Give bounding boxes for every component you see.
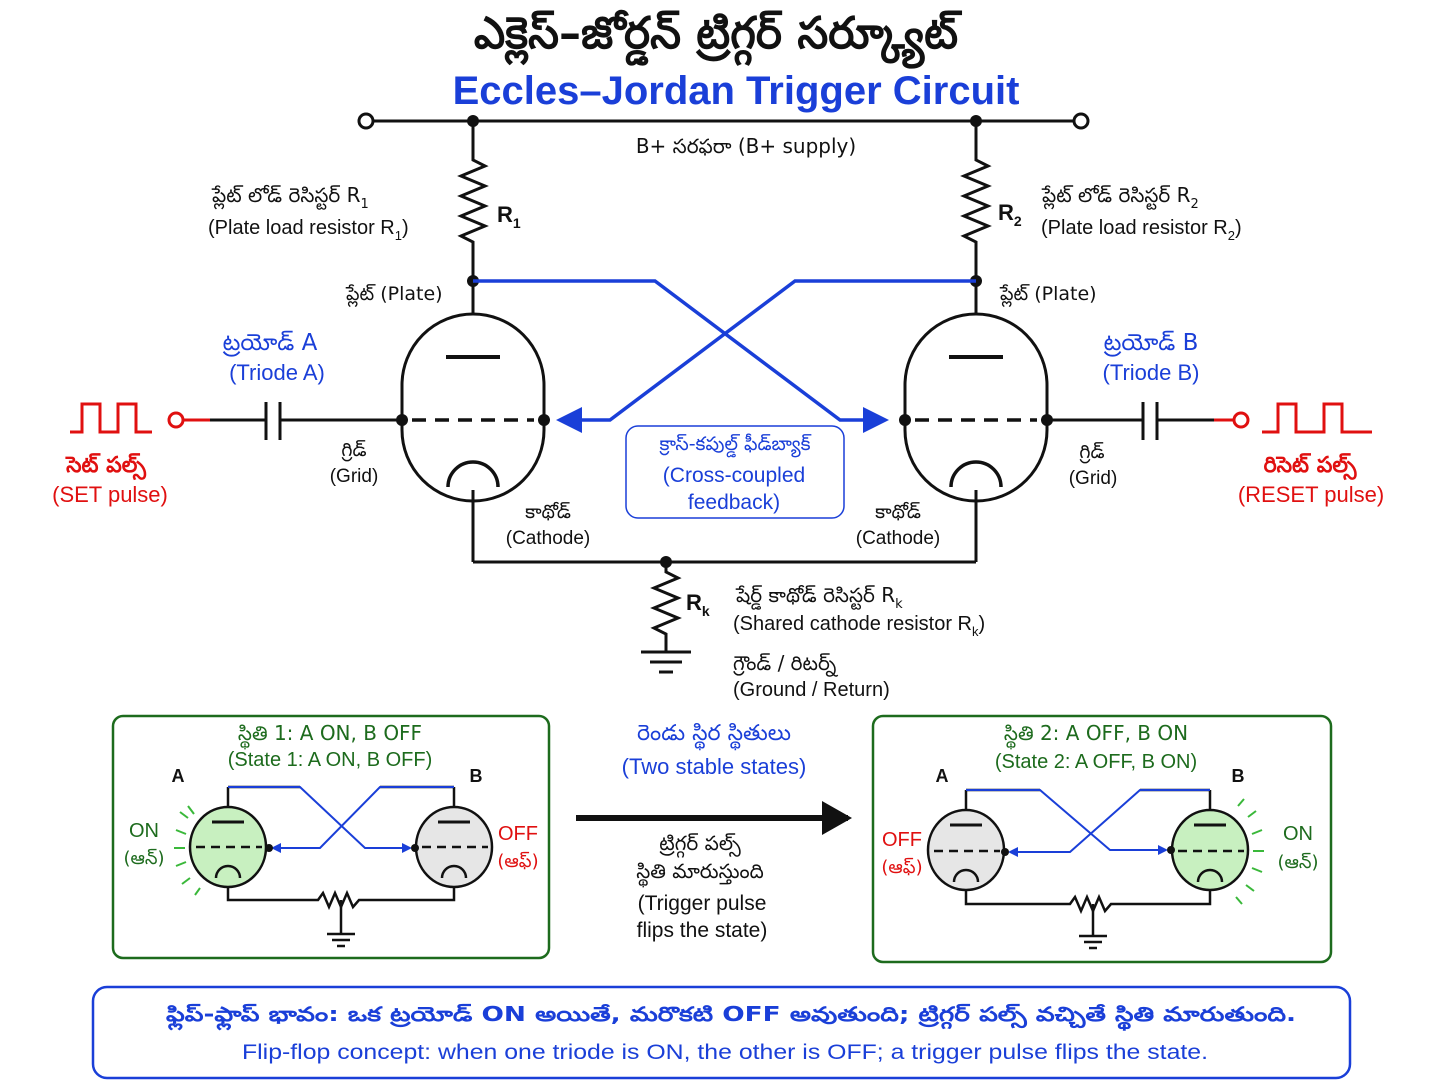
feedback-wires bbox=[473, 279, 976, 433]
state2-panel: స్థితి 2: A OFF, B ON (State 2: A OFF, B… bbox=[871, 714, 1333, 964]
r2-english-label: (Plate load resistor R2) bbox=[1041, 217, 1242, 243]
triode-a-telugu: ట్రయోడ్ A bbox=[222, 330, 317, 357]
grid-b-telugu: గ్రిడ్ bbox=[1079, 441, 1104, 464]
rail-terminal-right bbox=[1072, 112, 1090, 130]
state2-left-status-te: (ఆఫ్) bbox=[881, 857, 922, 878]
resistor-r1 bbox=[457, 121, 489, 281]
triode-a-english: (Triode A) bbox=[229, 360, 325, 385]
resistor-rk bbox=[650, 562, 682, 652]
state2-right-status: ON bbox=[1283, 823, 1313, 845]
state1-tube-b-off bbox=[414, 805, 494, 889]
state1-panel: స్థితి 1: A ON, B OFF (State 1: A ON, B … bbox=[111, 714, 551, 960]
state1-right-status-te: (ఆఫ్) bbox=[497, 851, 538, 872]
set-input-wiring bbox=[210, 402, 402, 440]
reset-pulse-waveform bbox=[1262, 402, 1372, 434]
triode-b-tube bbox=[903, 312, 1049, 503]
rk-english-label: (Shared cathode resistor Rk) bbox=[733, 613, 985, 639]
cathode-b-telugu: కాథోడ్ bbox=[875, 501, 921, 523]
cathode-a-telugu: కాథోడ్ bbox=[525, 501, 571, 523]
set-input-terminal bbox=[167, 411, 185, 429]
feedback-label-box bbox=[625, 425, 845, 519]
transition-english2-line1: (Trigger pulse bbox=[638, 892, 767, 915]
state1-label-a: A bbox=[172, 766, 185, 786]
r2-designator: R2 bbox=[998, 200, 1022, 229]
r2-telugu-label: ప్లేట్ లోడ్ రెసిస్టర్ R2 bbox=[1041, 183, 1199, 212]
footer-box bbox=[91, 985, 1352, 1080]
r1-designator: R1 bbox=[497, 202, 521, 231]
transition-telugu2-line2: స్థితి మారుస్తుంది bbox=[636, 859, 764, 888]
state2-tube-b-on bbox=[1170, 808, 1250, 892]
grid-a-english: (Grid) bbox=[330, 466, 379, 487]
state2-left-status: OFF bbox=[882, 829, 922, 851]
transition-english: (Two stable states) bbox=[622, 754, 807, 779]
r1-telugu-label: ప్లేట్ లోడ్ రెసిస్టర్ R1 bbox=[211, 183, 369, 212]
triode-b-english: (Triode B) bbox=[1103, 360, 1200, 385]
reset-pulse-telugu: రిసెట్ పల్స్ bbox=[1264, 453, 1358, 481]
plate-wires bbox=[471, 281, 978, 355]
state2-tube-a-off bbox=[926, 808, 1006, 892]
supply-label: B+ సరఫరా (B+ supply) bbox=[636, 134, 856, 158]
title-english: Eccles–Jordan Trigger Circuit bbox=[453, 69, 1020, 113]
plate-b-label: ప్లేట్ (Plate) bbox=[999, 283, 1097, 308]
r1-english-label: (Plate load resistor R1) bbox=[208, 217, 409, 243]
cathode-b-english: (Cathode) bbox=[856, 528, 941, 549]
state2-english: (State 2: A OFF, B ON) bbox=[995, 751, 1197, 773]
state1-english: (State 1: A ON, B OFF) bbox=[228, 749, 433, 771]
state1-tube-a-on bbox=[188, 805, 268, 889]
cathode-a-english: (Cathode) bbox=[506, 528, 591, 549]
grid-node-b-left bbox=[899, 414, 911, 426]
reset-input-wiring bbox=[1047, 402, 1214, 440]
set-pulse-english: (SET pulse) bbox=[52, 482, 168, 507]
rail-terminal-left bbox=[357, 112, 375, 130]
title-telugu: ఎక్లెస్–జోర్డన్ ట్రిగ్గర్ సర్క్యూట్ bbox=[474, 8, 962, 69]
grid-a-telugu: గ్రిడ్ bbox=[341, 439, 366, 462]
state1-right-status: OFF bbox=[498, 823, 538, 845]
set-pulse-telugu: సెట్ పల్స్ bbox=[65, 453, 147, 481]
feedback-english-line1: (Cross-coupled bbox=[663, 464, 805, 487]
reset-input-terminal bbox=[1232, 411, 1250, 429]
transition-telugu2-line1: ట్రిగ్గర్ పల్స్ bbox=[659, 831, 742, 858]
cathode-wiring bbox=[471, 490, 978, 564]
state2-label-a: A bbox=[936, 766, 949, 786]
ground-english: (Ground / Return) bbox=[733, 679, 890, 701]
grid-node-a-right bbox=[538, 414, 550, 426]
ground-telugu: గ్రౌండ్ / రిటర్న్ bbox=[733, 651, 839, 677]
resistor-r2 bbox=[960, 121, 992, 281]
feedback-english-line2: feedback) bbox=[688, 491, 780, 514]
state1-left-status: ON bbox=[129, 820, 159, 842]
state1-left-status-te: (ఆన్) bbox=[123, 848, 164, 869]
state2-right-status-te: (ఆన్) bbox=[1277, 852, 1318, 873]
grid-b-english: (Grid) bbox=[1069, 468, 1118, 489]
reset-pulse-english: (RESET pulse) bbox=[1238, 482, 1384, 507]
footer-english: Flip-flop concept: when one triode is ON… bbox=[242, 1041, 1208, 1064]
rk-designator: Rk bbox=[686, 590, 710, 619]
feedback-telugu: క్రాస్-కపుల్డ్ ఫీడ్‌బ్యాక్ bbox=[659, 433, 811, 458]
state1-label-b: B bbox=[470, 766, 483, 786]
state2-label-b: B bbox=[1232, 766, 1245, 786]
set-pulse-waveform bbox=[70, 402, 152, 434]
triode-b-telugu: ట్రయోడ్ B bbox=[1103, 330, 1198, 357]
plate-a-label: ప్లేట్ (Plate) bbox=[345, 283, 443, 308]
transition-english2-line2: flips the state) bbox=[637, 919, 768, 942]
transition-telugu: రెండు స్థిర స్థితులు bbox=[637, 721, 791, 751]
ground-symbol bbox=[641, 650, 691, 674]
triode-a-tube bbox=[400, 312, 546, 503]
rk-telugu-label: షేర్డ్ కాథోడ్ రెసిస్టర్ Rk bbox=[735, 583, 903, 612]
